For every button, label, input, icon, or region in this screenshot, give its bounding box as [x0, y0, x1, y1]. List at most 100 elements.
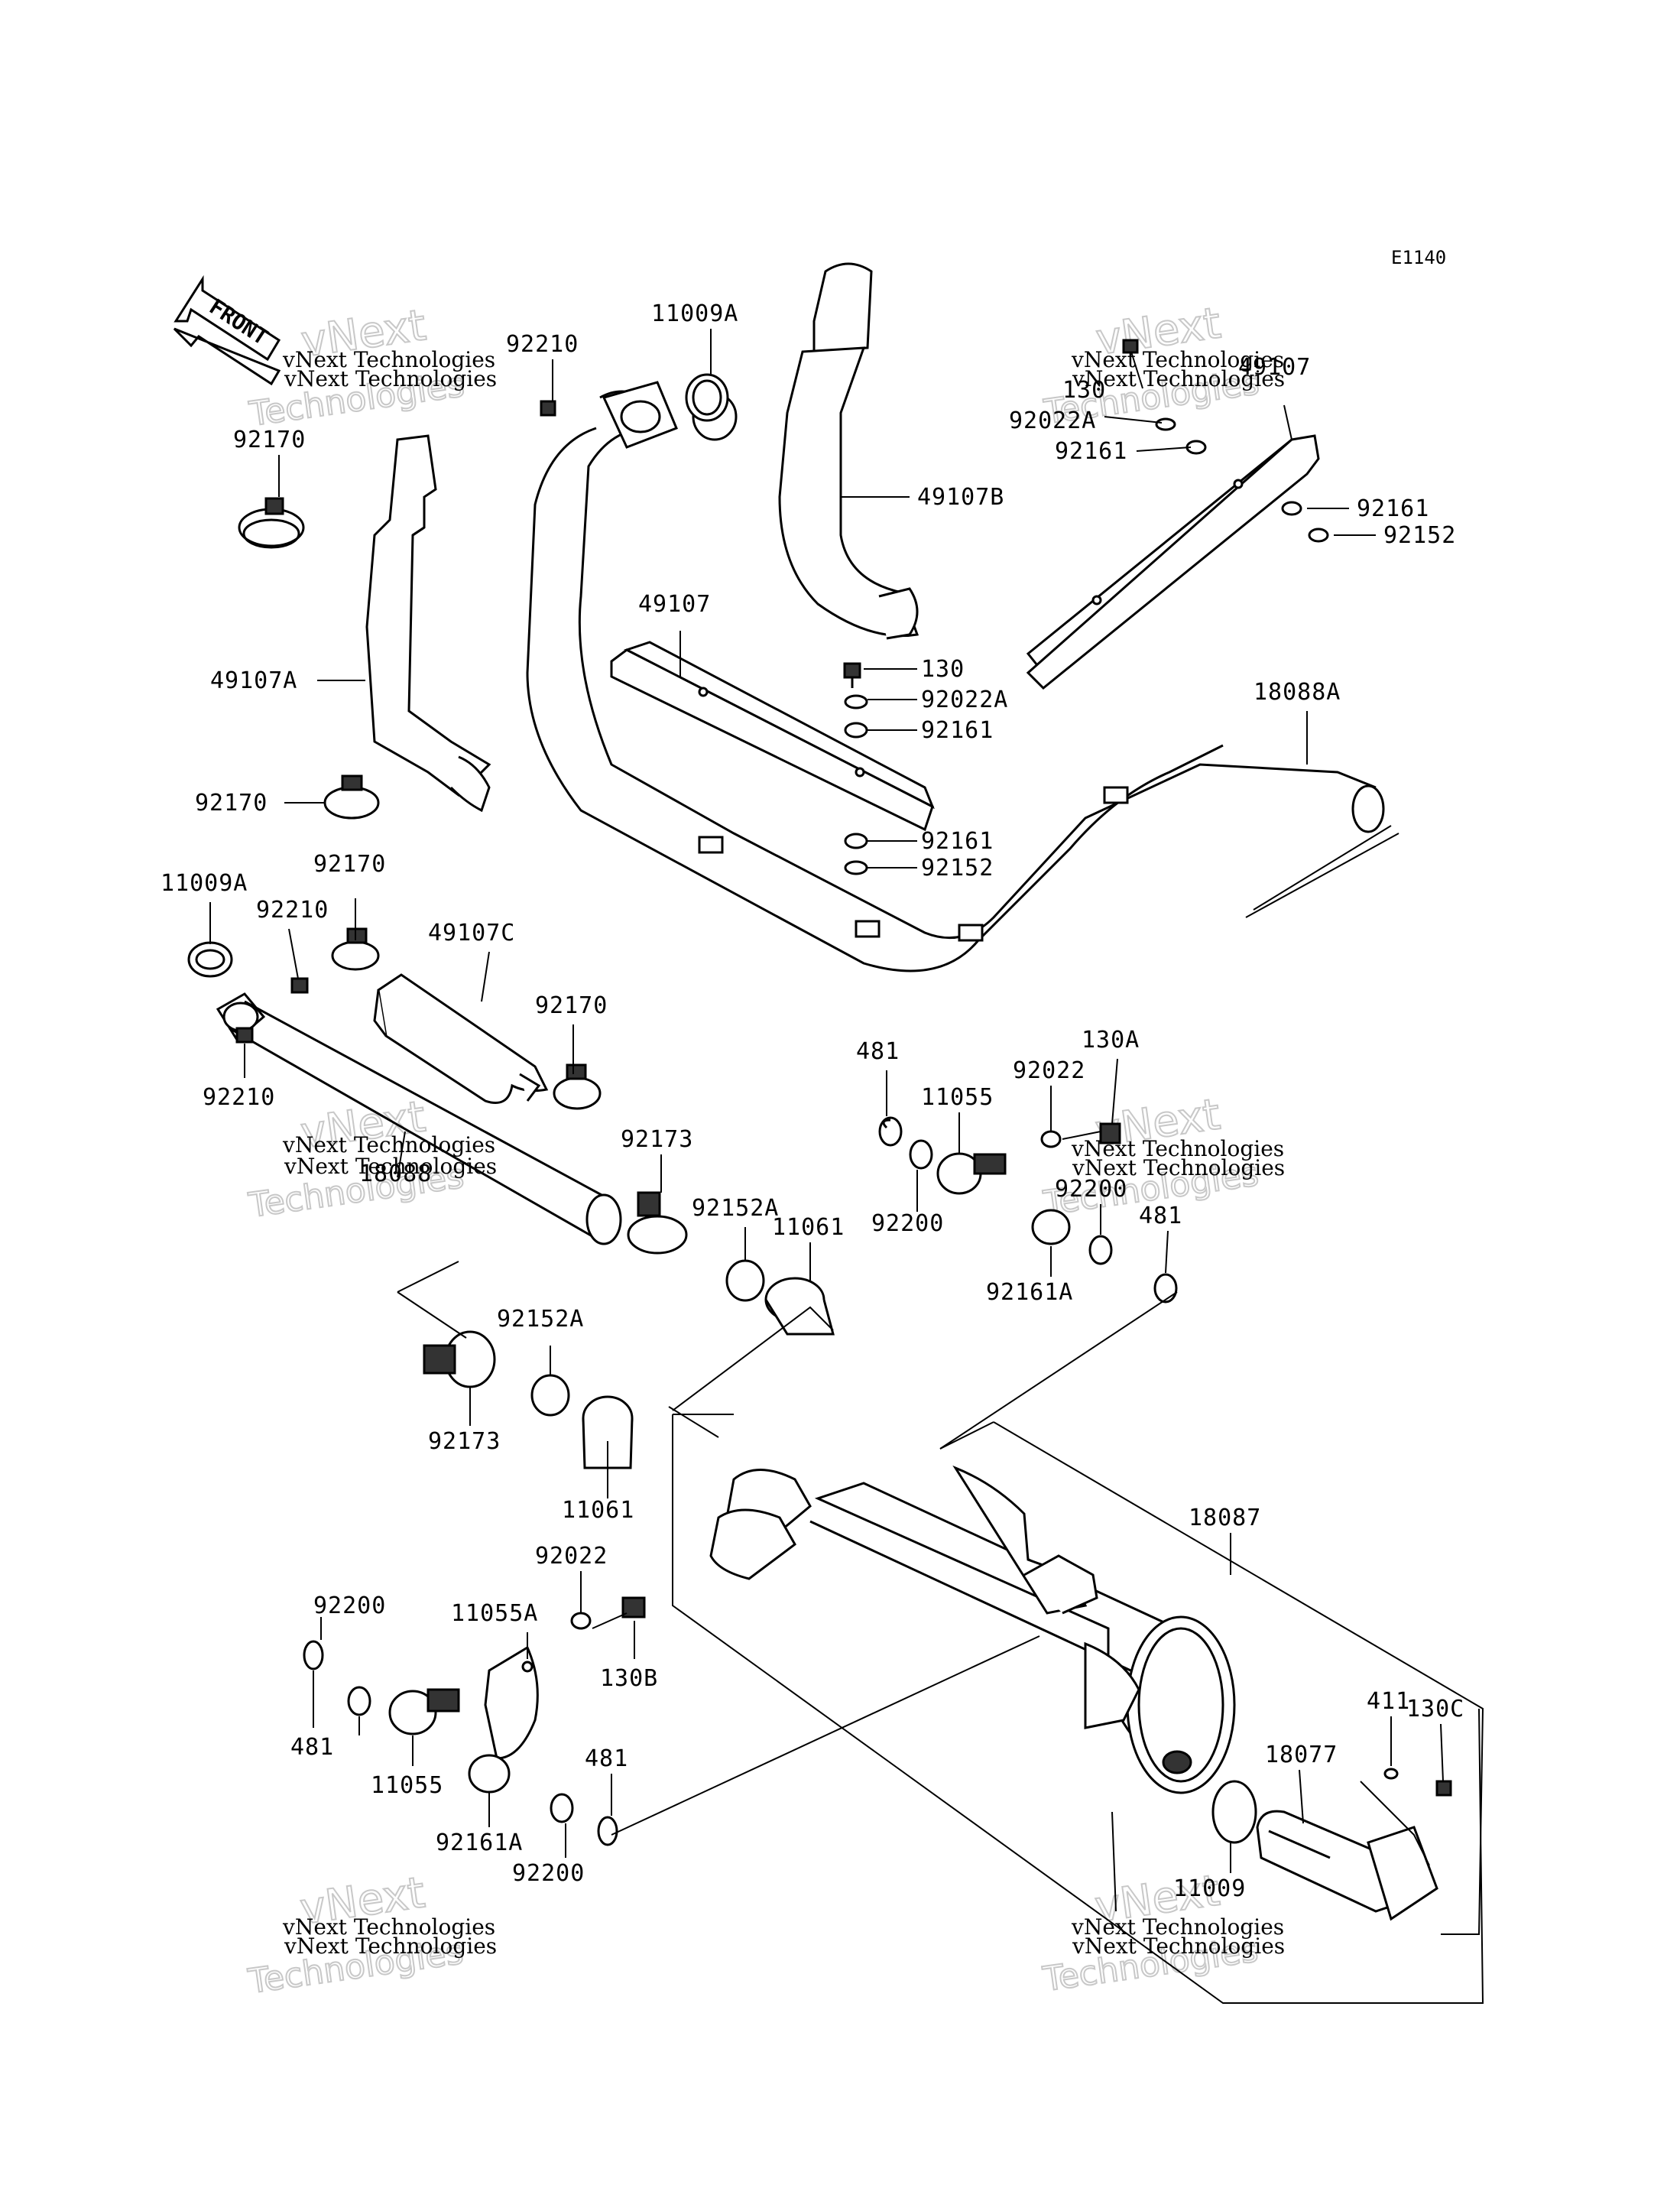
label-92173-upper: 92173: [621, 1126, 693, 1153]
muffler-18087: [709, 1465, 1236, 1794]
label-92170-left: 92170: [195, 790, 268, 817]
nut-92210-lower: [235, 1027, 254, 1044]
label-92152a-lower: 92152A: [497, 1306, 584, 1333]
label-11009a-left: 11009A: [161, 870, 248, 897]
label-130a: 130A: [1082, 1027, 1140, 1054]
watermark-text-bottom-left-2: vNext Technologies: [284, 1933, 497, 1959]
label-92161-lower: 92161: [921, 828, 994, 855]
grommet-92161-lower: [844, 833, 868, 849]
collar-92152-right: [1308, 528, 1329, 543]
watermark-text-mid-left-2: vNext Technologies: [284, 1154, 497, 1179]
label-481-right: 481: [1139, 1203, 1182, 1229]
exhaust-pipe-18088: [216, 992, 622, 1245]
label-11009: 11009: [1173, 1875, 1246, 1902]
washer-92200-lower: [550, 1793, 574, 1823]
label-130-center: 130: [921, 656, 965, 683]
collar-92161a-lower: [468, 1754, 511, 1794]
label-92161-right-2: 92161: [1357, 495, 1429, 522]
label-11061-lower: 11061: [562, 1497, 634, 1524]
label-92022a-right: 92022A: [1009, 407, 1096, 434]
collar-92152-lower: [844, 860, 868, 875]
label-11009a-top: 11009A: [651, 300, 738, 327]
circlip-481-right: [1153, 1273, 1178, 1304]
label-92161-center: 92161: [921, 717, 994, 744]
label-18087: 18087: [1189, 1505, 1261, 1531]
watermark-text-top-left: vNext Technologies: [282, 347, 495, 372]
washer-92200-right: [1088, 1235, 1113, 1265]
clamp-92170-left: [323, 774, 380, 820]
tailpipe-18077: [1256, 1810, 1438, 1921]
label-49107-center: 49107: [638, 591, 711, 618]
label-18088: 18088: [359, 1161, 432, 1187]
collar-92161a-upper: [1031, 1209, 1071, 1245]
grommet-92161-center: [844, 722, 868, 739]
label-92161-right: 92161: [1055, 438, 1127, 465]
label-92022-upper: 92022: [1013, 1057, 1085, 1084]
label-92152-lower: 92152: [921, 855, 994, 881]
watermark-text-mid-right-2: vNext Technologies: [1072, 1155, 1285, 1180]
label-49107c: 49107C: [428, 920, 515, 946]
label-49107b: 49107B: [917, 484, 1004, 511]
label-49107a: 49107A: [210, 667, 297, 694]
label-130b: 130B: [600, 1665, 658, 1692]
clamp-92173-lower: [423, 1330, 496, 1388]
heat-shield-49107-right: [1026, 434, 1320, 690]
clamp-92170-mid-2: [553, 1063, 602, 1110]
label-92170-mid-1: 92170: [313, 851, 386, 878]
watermark-text-bottom-left: vNext Technologies: [282, 1914, 495, 1940]
label-92170-top: 92170: [233, 427, 306, 453]
washer-92022-lower: [570, 1612, 592, 1630]
watermark-text-mid-left: vNext Technologies: [282, 1132, 495, 1157]
gasket-11009: [1211, 1780, 1257, 1844]
circlip-481-upper-ring: [878, 1116, 903, 1147]
label-411: 411: [1367, 1688, 1410, 1715]
diagram-code: E1140: [1391, 247, 1446, 268]
washer-92022-upper: [1040, 1130, 1062, 1148]
washer-411: [1383, 1768, 1399, 1780]
washer-92200-upper: [909, 1139, 933, 1170]
bracket-11055a: [484, 1645, 539, 1760]
label-92200-lower: 92200: [512, 1860, 585, 1887]
circlip-481-lower: [597, 1816, 618, 1846]
nut-92210-top: [540, 400, 556, 417]
washer-92200-lower-left: [347, 1686, 371, 1716]
clamp-92173-upper: [627, 1191, 688, 1255]
heat-shield-49107c: [373, 973, 549, 1104]
label-92210-mid: 92210: [256, 897, 329, 924]
grommet-92161-right-2: [1281, 501, 1302, 516]
circlip-481-lower-left: [303, 1640, 324, 1670]
label-49107-right: 49107: [1238, 354, 1311, 381]
bolt-130a: [1099, 1122, 1121, 1144]
washer-92022a-center: [844, 694, 868, 709]
label-92161a-lower: 92161A: [436, 1830, 523, 1856]
bolt-130-right: [1122, 339, 1139, 354]
label-11055-lower: 11055: [371, 1772, 443, 1799]
label-11061-upper: 11061: [772, 1214, 845, 1241]
label-92200-lower-left: 92200: [313, 1592, 386, 1619]
label-92152-right: 92152: [1383, 522, 1456, 549]
label-92200-upper: 92200: [871, 1210, 944, 1237]
watermark-text-bottom-right-2: vNext Technologies: [1072, 1933, 1285, 1959]
washer-92022a-right: [1155, 417, 1176, 431]
ring-92152a-lower: [530, 1374, 570, 1417]
clamp-92170-mid-1: [331, 927, 380, 971]
rubber-11055-upper: [936, 1152, 1007, 1195]
nut-92210-upper: [290, 977, 309, 994]
label-481-lower: 481: [585, 1745, 628, 1772]
bolt-130c: [1435, 1780, 1452, 1797]
label-92210-top: 92210: [506, 331, 579, 358]
watermark-text-top-right: vNext Technologies: [1071, 347, 1284, 372]
label-92022-lower: 92022: [535, 1543, 608, 1570]
label-130-right: 130: [1062, 377, 1106, 404]
label-92200-right: 92200: [1055, 1176, 1127, 1203]
bolt-130-center: [843, 662, 861, 688]
gasket-11009a-left: [187, 941, 233, 978]
label-92152a-upper: 92152A: [692, 1195, 779, 1222]
watermark-text-top-left-2: vNext Technologies: [284, 366, 497, 391]
label-92170-mid-2: 92170: [535, 992, 608, 1019]
label-130c: 130C: [1406, 1696, 1464, 1722]
label-18088a: 18088A: [1254, 679, 1341, 706]
leader-lines: [209, 329, 1484, 2004]
part-labels: 92210 11009A 92170 49107B 130 92022A 921…: [161, 300, 1464, 1902]
